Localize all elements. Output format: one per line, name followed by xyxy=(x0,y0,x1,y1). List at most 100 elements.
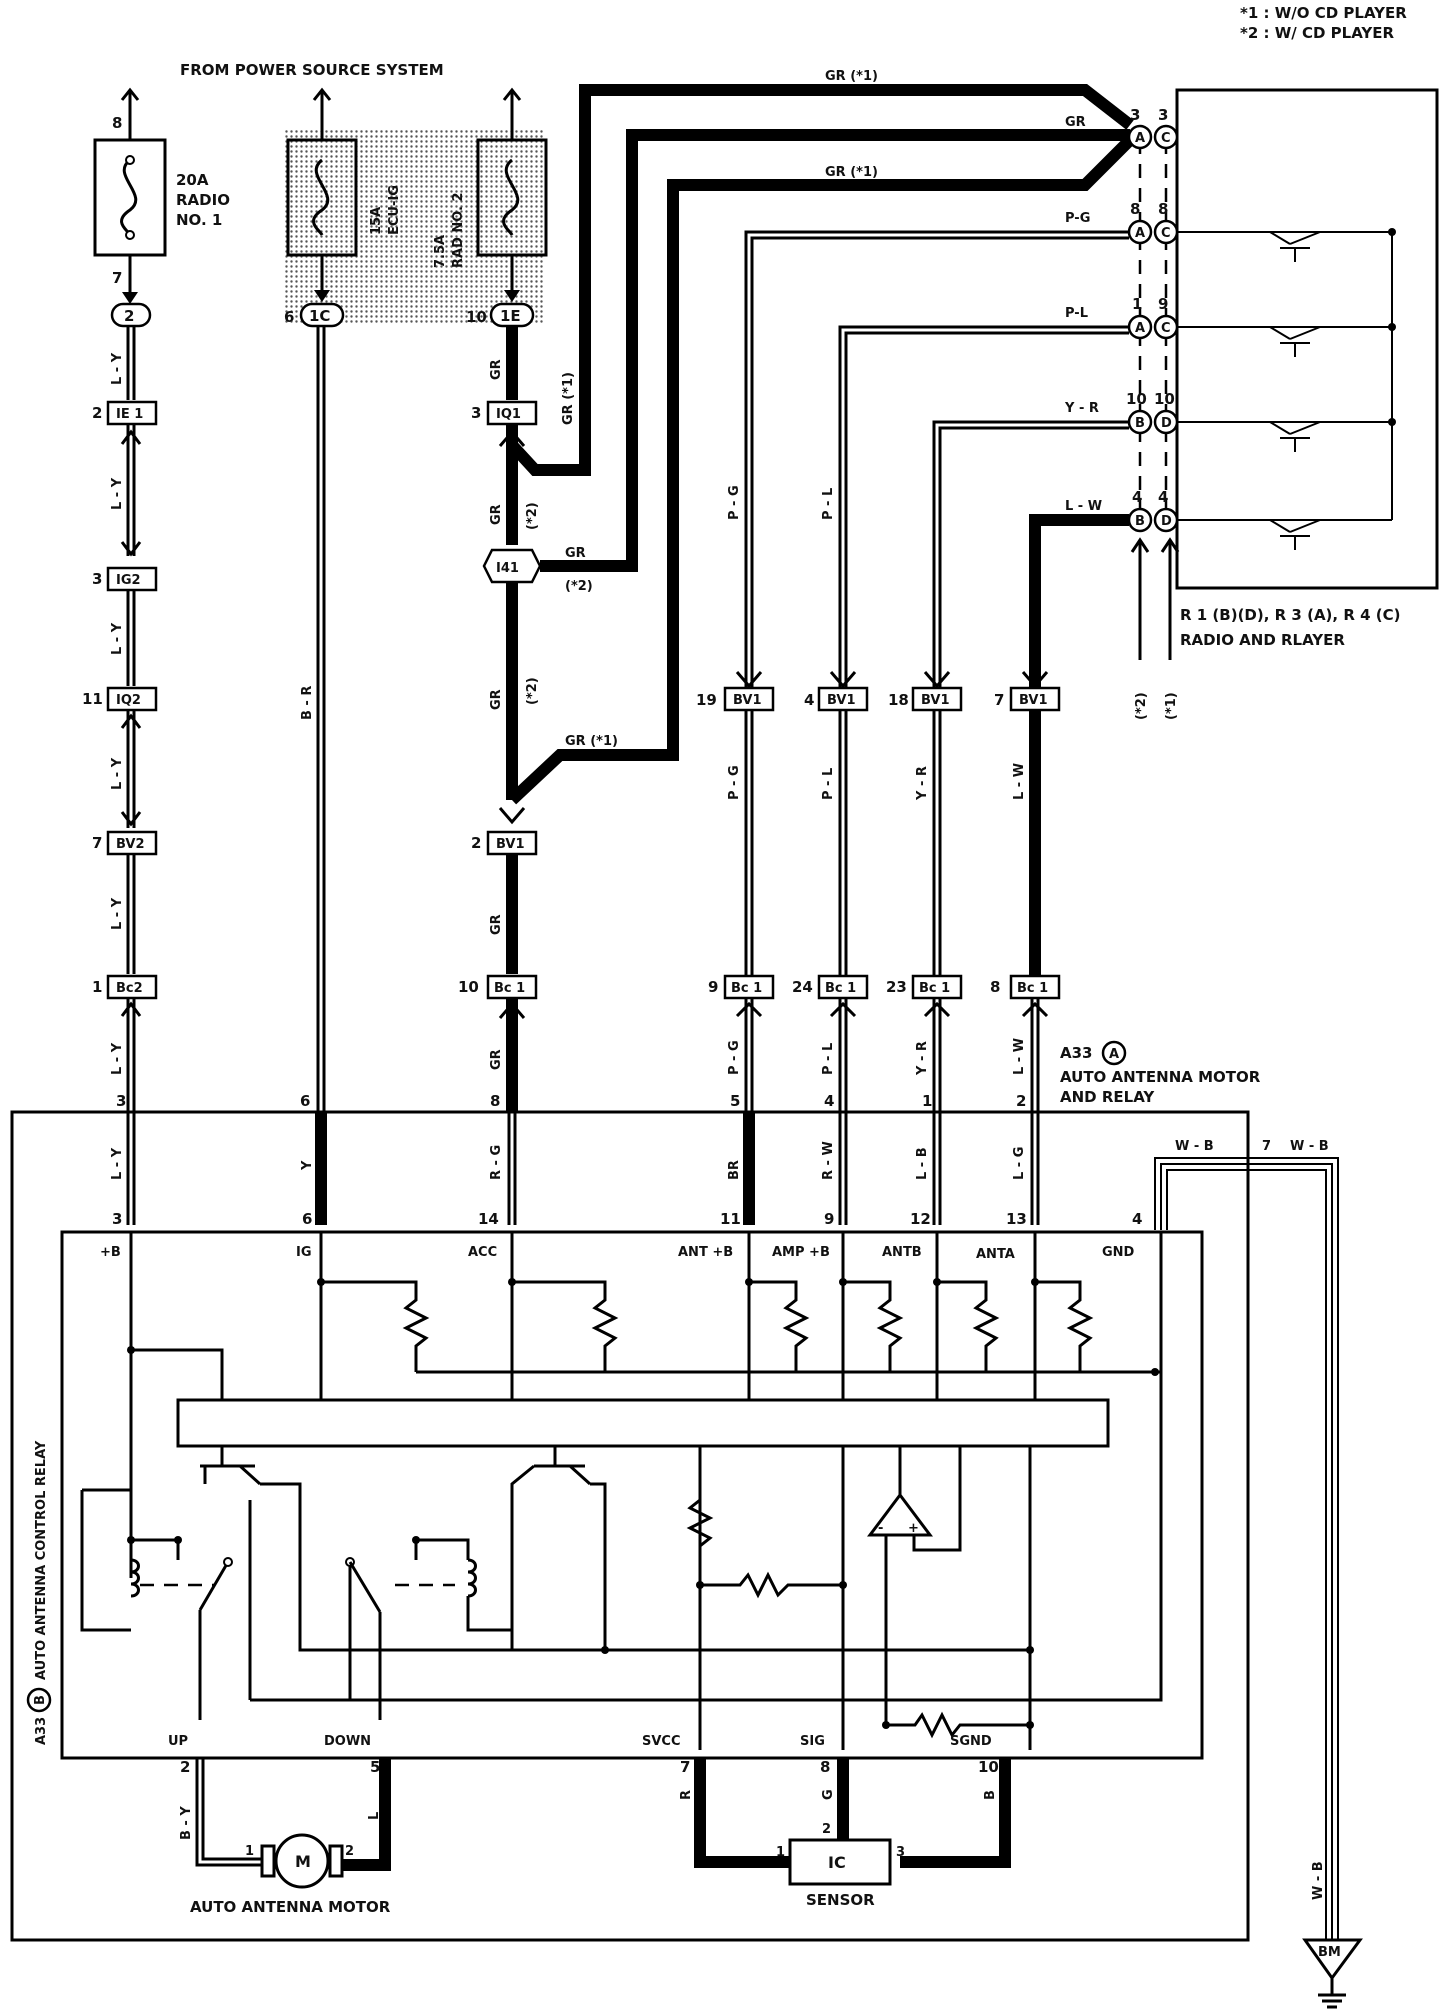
svg-text:7: 7 xyxy=(1262,1139,1271,1154)
radio-pin-row-1: 3 3 A C xyxy=(1127,106,1179,150)
svg-text:L: L xyxy=(367,1812,382,1820)
svg-text:7: 7 xyxy=(92,834,102,852)
svg-text:IC: IC xyxy=(828,1853,846,1872)
svg-text:-: - xyxy=(878,1521,883,1536)
svg-text:L - Y: L - Y xyxy=(110,757,125,790)
svg-text:DOWN: DOWN xyxy=(324,1734,371,1749)
svg-text:GR (*1): GR (*1) xyxy=(565,734,618,749)
svg-text:1: 1 xyxy=(922,1092,932,1110)
svg-text:4: 4 xyxy=(1132,1210,1142,1228)
radio-pin-row-3: 1 9 A C xyxy=(1127,295,1179,340)
c1E-pin: 10 xyxy=(466,308,487,326)
radio-name: RADIO AND RLAYER xyxy=(1180,631,1345,649)
svg-text:R: R xyxy=(679,1790,694,1800)
svg-text:GR (*1): GR (*1) xyxy=(825,165,878,180)
gr-bus-wires: GR (*1) GR (*2) GR (*1) GR (*1) GR GR (*… xyxy=(507,69,1135,805)
relay-a33a: A33 A AUTO ANTENNA MOTOR AND RELAY 3 6 8… xyxy=(10,1040,1339,1950)
svg-text:ANTB: ANTB xyxy=(882,1245,922,1260)
svg-text:AUTO ANTENNA CONTROL RELAY: AUTO ANTENNA CONTROL RELAY xyxy=(34,1440,49,1680)
bv1-to-bc1-wires: P - G P - L Y - R L - W xyxy=(727,710,1041,976)
svg-text:Y - R: Y - R xyxy=(1064,401,1099,416)
fuse1-pin-out: 7 xyxy=(112,269,122,287)
svg-text:GR: GR xyxy=(489,1049,504,1070)
gr-wire-column: GR 3 IQ1 GR (*2) I41 GR (*2) 2 BV1 GR 10… xyxy=(458,326,542,1225)
svg-text:GR: GR xyxy=(1065,115,1086,130)
radio-pin-row-4: 10 10 B D xyxy=(1126,390,1179,435)
svg-text:SGND: SGND xyxy=(950,1734,992,1749)
svg-text:IG: IG xyxy=(296,1245,312,1260)
ly-wire-column: L - Y 2 IE 1 L - Y 3 IG2 L - Y 11 IQ2 L … xyxy=(82,326,158,1225)
svg-text:2: 2 xyxy=(345,1844,354,1859)
svg-text:10: 10 xyxy=(1154,390,1175,408)
svg-text:UP: UP xyxy=(168,1734,188,1749)
svg-text:Y: Y xyxy=(300,1160,315,1171)
signal-wires: P-G P - G P-L P - L Y - R L - W xyxy=(727,211,1129,690)
svg-text:B - R: B - R xyxy=(300,686,315,720)
svg-text:7: 7 xyxy=(994,691,1004,709)
sensor-circuit: R G B IC 1 2 3 SENSOR xyxy=(679,1758,1011,1909)
svg-text:10: 10 xyxy=(458,978,479,996)
svg-text:B: B xyxy=(1135,416,1145,431)
svg-text:23: 23 xyxy=(886,978,907,996)
note-star1: *1 : W/O CD PLAYER xyxy=(1240,4,1407,22)
svg-text:GR: GR xyxy=(489,914,504,935)
br-wire-column: B - R Y xyxy=(300,326,327,1225)
svg-text:B - Y: B - Y xyxy=(179,1806,194,1840)
svg-text:2: 2 xyxy=(1016,1092,1026,1110)
svg-text:P - G: P - G xyxy=(727,485,742,520)
svg-text:BV2: BV2 xyxy=(116,837,145,852)
svg-text:R - G: R - G xyxy=(489,1145,504,1180)
svg-text:6: 6 xyxy=(302,1210,312,1228)
svg-text:ACC: ACC xyxy=(468,1245,497,1260)
fuse-radio-no1: 8 7 20A RADIO NO. 1 xyxy=(93,87,230,304)
svg-text:L - Y: L - Y xyxy=(110,622,125,655)
svg-text:3: 3 xyxy=(116,1092,126,1110)
svg-text:9: 9 xyxy=(1158,295,1168,313)
svg-text:A: A xyxy=(1135,321,1145,336)
svg-text:W - B: W - B xyxy=(1290,1139,1329,1154)
svg-text:D: D xyxy=(1161,416,1172,431)
svg-text:L - W: L - W xyxy=(1065,499,1102,514)
svg-text:C: C xyxy=(1161,226,1171,241)
radio-pin-row-5: 4 4 B D xyxy=(1127,488,1179,533)
svg-text:ANTA: ANTA xyxy=(976,1247,1015,1262)
svg-text:W - B: W - B xyxy=(1175,1139,1214,1154)
svg-text:3: 3 xyxy=(112,1210,122,1228)
svg-text:12: 12 xyxy=(910,1210,931,1228)
svg-text:B: B xyxy=(33,1695,48,1705)
svg-text:A: A xyxy=(1109,1047,1119,1062)
svg-text:L - Y: L - Y xyxy=(110,477,125,510)
svg-text:3: 3 xyxy=(92,570,102,588)
svg-text:GR (*1): GR (*1) xyxy=(561,372,576,425)
svg-text:L - Y: L - Y xyxy=(110,1147,125,1180)
svg-text:A33: A33 xyxy=(1060,1044,1092,1062)
svg-text:BV1: BV1 xyxy=(921,693,950,708)
svg-text:P - G: P - G xyxy=(727,765,742,800)
svg-text:1: 1 xyxy=(1132,295,1142,313)
svg-text:B: B xyxy=(983,1790,998,1800)
svg-text:SENSOR: SENSOR xyxy=(806,1891,875,1909)
svg-text:1: 1 xyxy=(245,1844,254,1859)
ground-bm: BM xyxy=(1302,1938,1363,2009)
svg-text:GR: GR xyxy=(489,504,504,525)
svg-text:3: 3 xyxy=(471,404,481,422)
bc1-connector-row: 9 Bc 1 24 Bc 1 23 Bc 1 8 Bc 1 xyxy=(708,974,1061,1000)
svg-text:3: 3 xyxy=(896,1845,905,1860)
fuse2-name: ECU-IG xyxy=(387,185,402,235)
svg-text:8: 8 xyxy=(820,1758,830,1776)
fuse1-pin-in: 8 xyxy=(112,114,122,132)
svg-text:2: 2 xyxy=(180,1758,190,1776)
fuse1-name1: RADIO xyxy=(176,191,230,209)
svg-text:BV1: BV1 xyxy=(496,837,525,852)
svg-text:SIG: SIG xyxy=(800,1734,825,1749)
svg-text:GR: GR xyxy=(489,689,504,710)
power-source-header: FROM POWER SOURCE SYSTEM xyxy=(180,61,444,79)
svg-text:AUTO ANTENNA MOTOR: AUTO ANTENNA MOTOR xyxy=(190,1898,391,1916)
svg-text:I41: I41 xyxy=(496,561,519,576)
svg-text:R - W: R - W xyxy=(821,1141,836,1180)
svg-text:L - Y: L - Y xyxy=(110,352,125,385)
svg-text:L - G: L - G xyxy=(1012,1147,1027,1180)
sensor-ic xyxy=(788,1838,892,1886)
svg-text:BM: BM xyxy=(1318,1945,1341,1960)
